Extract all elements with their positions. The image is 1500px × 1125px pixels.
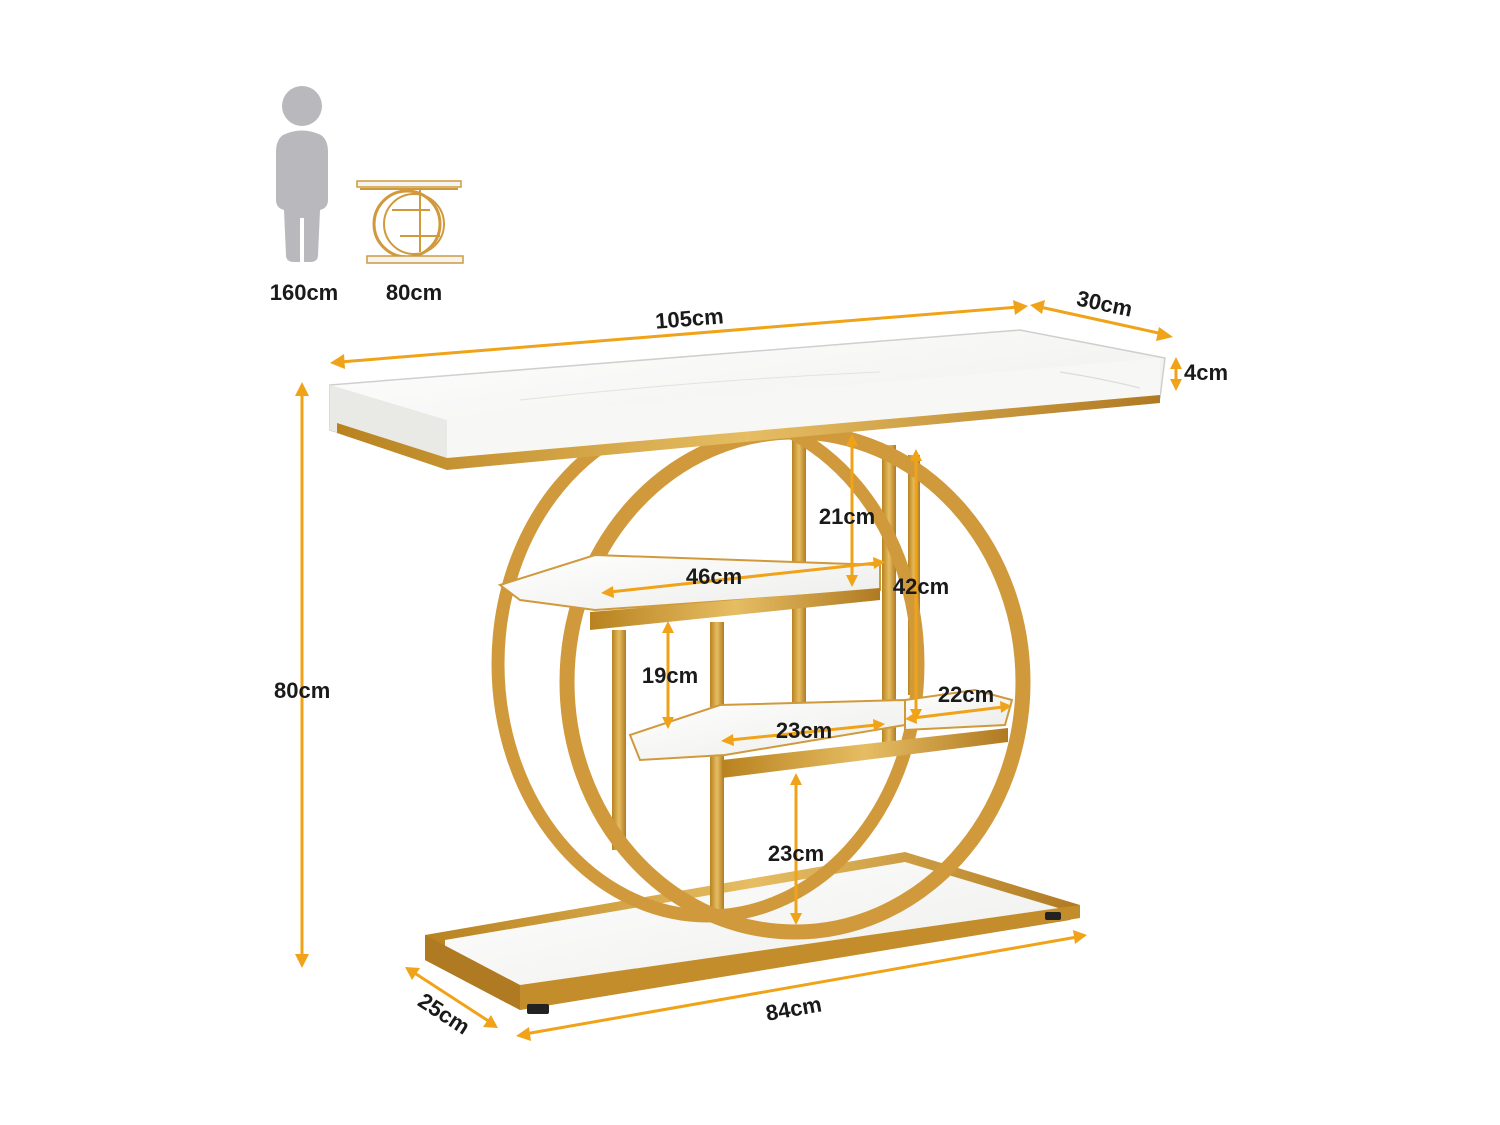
upper-shelf-width-label: 46cm <box>686 564 742 589</box>
post <box>612 630 626 850</box>
table-thumbnail-icon <box>356 180 464 264</box>
console-table-illustration <box>329 329 1166 1014</box>
side-shelf <box>904 688 1014 732</box>
top-apron <box>337 395 1160 470</box>
upper-gap-label: 21cm <box>819 504 875 529</box>
post <box>710 622 724 912</box>
side-shelf-width-label: 22cm <box>938 682 994 707</box>
side-height-label: 42cm <box>893 574 949 599</box>
middle-gap-label: 19cm <box>642 663 698 688</box>
top-width-label: 105cm <box>654 303 724 333</box>
person-height-label: 160cm <box>270 280 339 305</box>
lower-shelf-width-label: 23cm <box>776 718 832 743</box>
base-width-label: 84cm <box>764 991 824 1025</box>
top-thickness-label: 4cm <box>1184 360 1228 385</box>
person-silhouette-icon <box>276 86 328 262</box>
thumbnail-height-label: 80cm <box>386 280 442 305</box>
bottom-gap-label: 23cm <box>768 841 824 866</box>
base-depth-label: 25cm <box>414 988 475 1040</box>
total-height-label: 80cm <box>274 678 330 703</box>
dimension-arrows <box>295 300 1182 1041</box>
